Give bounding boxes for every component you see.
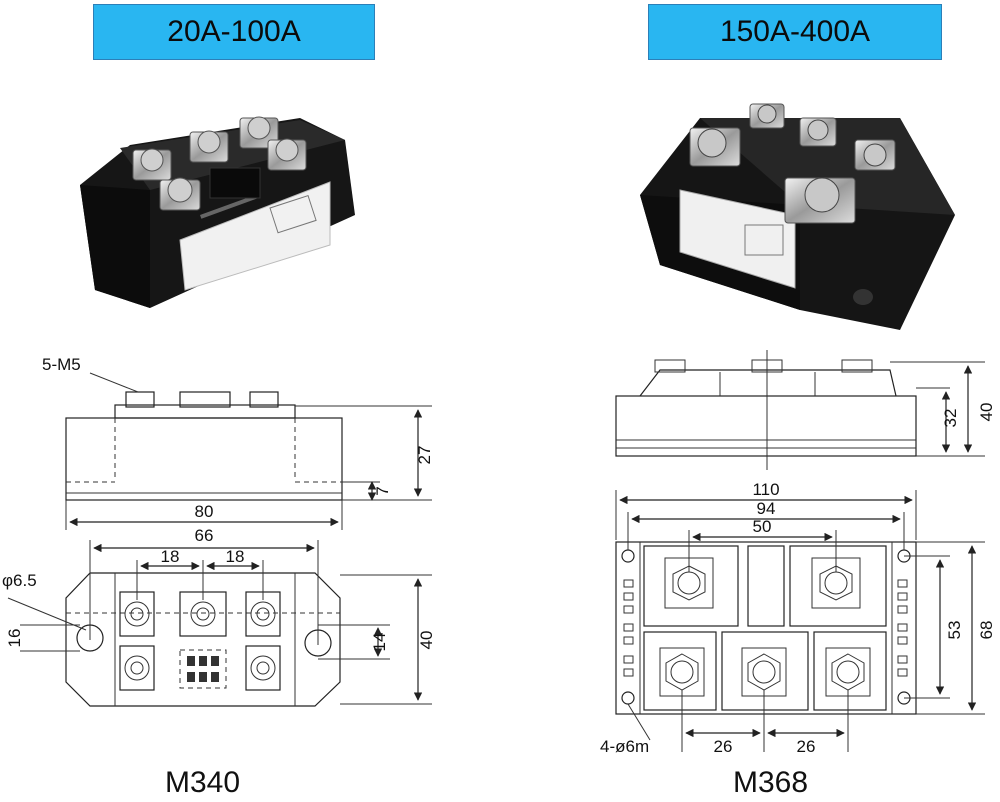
m368-dim-total: 40 xyxy=(977,403,996,422)
m368-dim-center: 50 xyxy=(753,517,772,536)
m340-top-view xyxy=(7,540,432,707)
m340-thread-label: 5-M5 xyxy=(42,355,81,374)
m368-side-view xyxy=(615,350,985,470)
banner-right: 150A-400A xyxy=(648,4,942,60)
m340-dim-pitch-b: 18 xyxy=(226,547,245,566)
banner-left: 20A-100A xyxy=(93,4,375,60)
m368-dim-pitch-b: 26 xyxy=(797,737,816,756)
m368-dim-length: 110 xyxy=(752,480,779,499)
m368-dim-hole-label: 4-ø6m xyxy=(600,737,649,756)
m340-dim-pitch-a: 18 xyxy=(161,547,180,566)
m340-dim-span: 66 xyxy=(195,526,214,545)
m368-dim-body: 32 xyxy=(941,409,960,428)
m368-dim-span: 94 xyxy=(757,499,776,518)
m368-dim-hole-span: 53 xyxy=(945,621,964,640)
caption-m340: M340 xyxy=(165,766,241,799)
m340-dim-offset: 16 xyxy=(5,629,24,648)
m340-dim-width: 40 xyxy=(417,631,436,650)
m340-module-photo xyxy=(80,116,355,308)
m368-dim-width: 68 xyxy=(977,621,996,640)
m340-dim-length: 80 xyxy=(195,502,214,521)
caption-m368: M368 xyxy=(733,766,809,799)
m368-dim-pitch-a: 26 xyxy=(714,737,733,756)
m340-dim-hole-h: 14 xyxy=(370,633,389,652)
m368-top-view xyxy=(615,490,985,752)
m340-side-view xyxy=(65,372,432,530)
m340-dim-base: 7 xyxy=(373,486,392,495)
m340-dim-height: 27 xyxy=(415,446,434,465)
m340-dim-hole: φ6.5 xyxy=(2,571,37,590)
m368-module-photo xyxy=(640,103,955,330)
